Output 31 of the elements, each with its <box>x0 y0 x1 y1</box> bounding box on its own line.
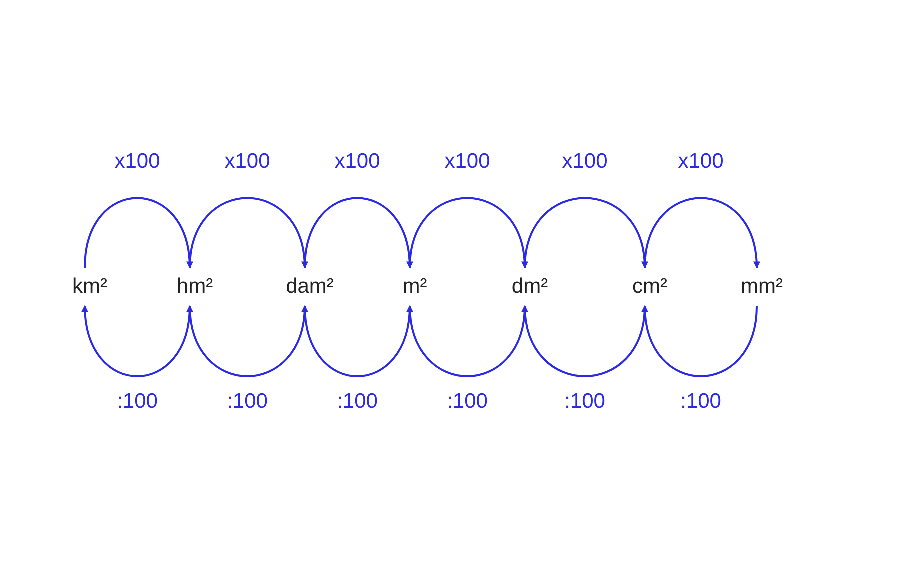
curved-arrow <box>524 197 648 269</box>
unit-label: dam² <box>275 272 345 302</box>
curved-arrow <box>644 197 760 269</box>
edge-label: :100 <box>337 390 378 414</box>
curved-arrow <box>84 197 193 269</box>
curved-arrow <box>189 197 308 269</box>
curved-arrow <box>304 197 413 269</box>
unit-label: mm² <box>727 272 797 302</box>
edge-label: x100 <box>678 150 724 174</box>
edge-label: x100 <box>334 150 380 174</box>
curved-arrow <box>409 197 528 269</box>
edge-label: x100 <box>444 150 490 174</box>
curved-arrow <box>642 305 758 378</box>
unit-label: dm² <box>495 272 565 302</box>
curved-arrow <box>187 305 306 378</box>
curved-arrow <box>522 305 646 378</box>
edge-label: :100 <box>117 390 158 414</box>
unit-label: cm² <box>615 272 685 302</box>
unit-label: hm² <box>160 272 230 302</box>
edge-label: x100 <box>114 150 160 174</box>
edge-label: x100 <box>562 150 608 174</box>
unit-label: m² <box>380 272 450 302</box>
curved-arrow <box>407 305 526 378</box>
edge-label: x100 <box>224 150 270 174</box>
curved-arrow <box>82 305 191 378</box>
edge-label: :100 <box>227 390 268 414</box>
edge-label: :100 <box>447 390 488 414</box>
unit-label: km² <box>55 272 125 302</box>
edge-label: :100 <box>680 390 722 414</box>
curved-arrow <box>302 305 411 378</box>
edge-label: :100 <box>564 390 606 414</box>
